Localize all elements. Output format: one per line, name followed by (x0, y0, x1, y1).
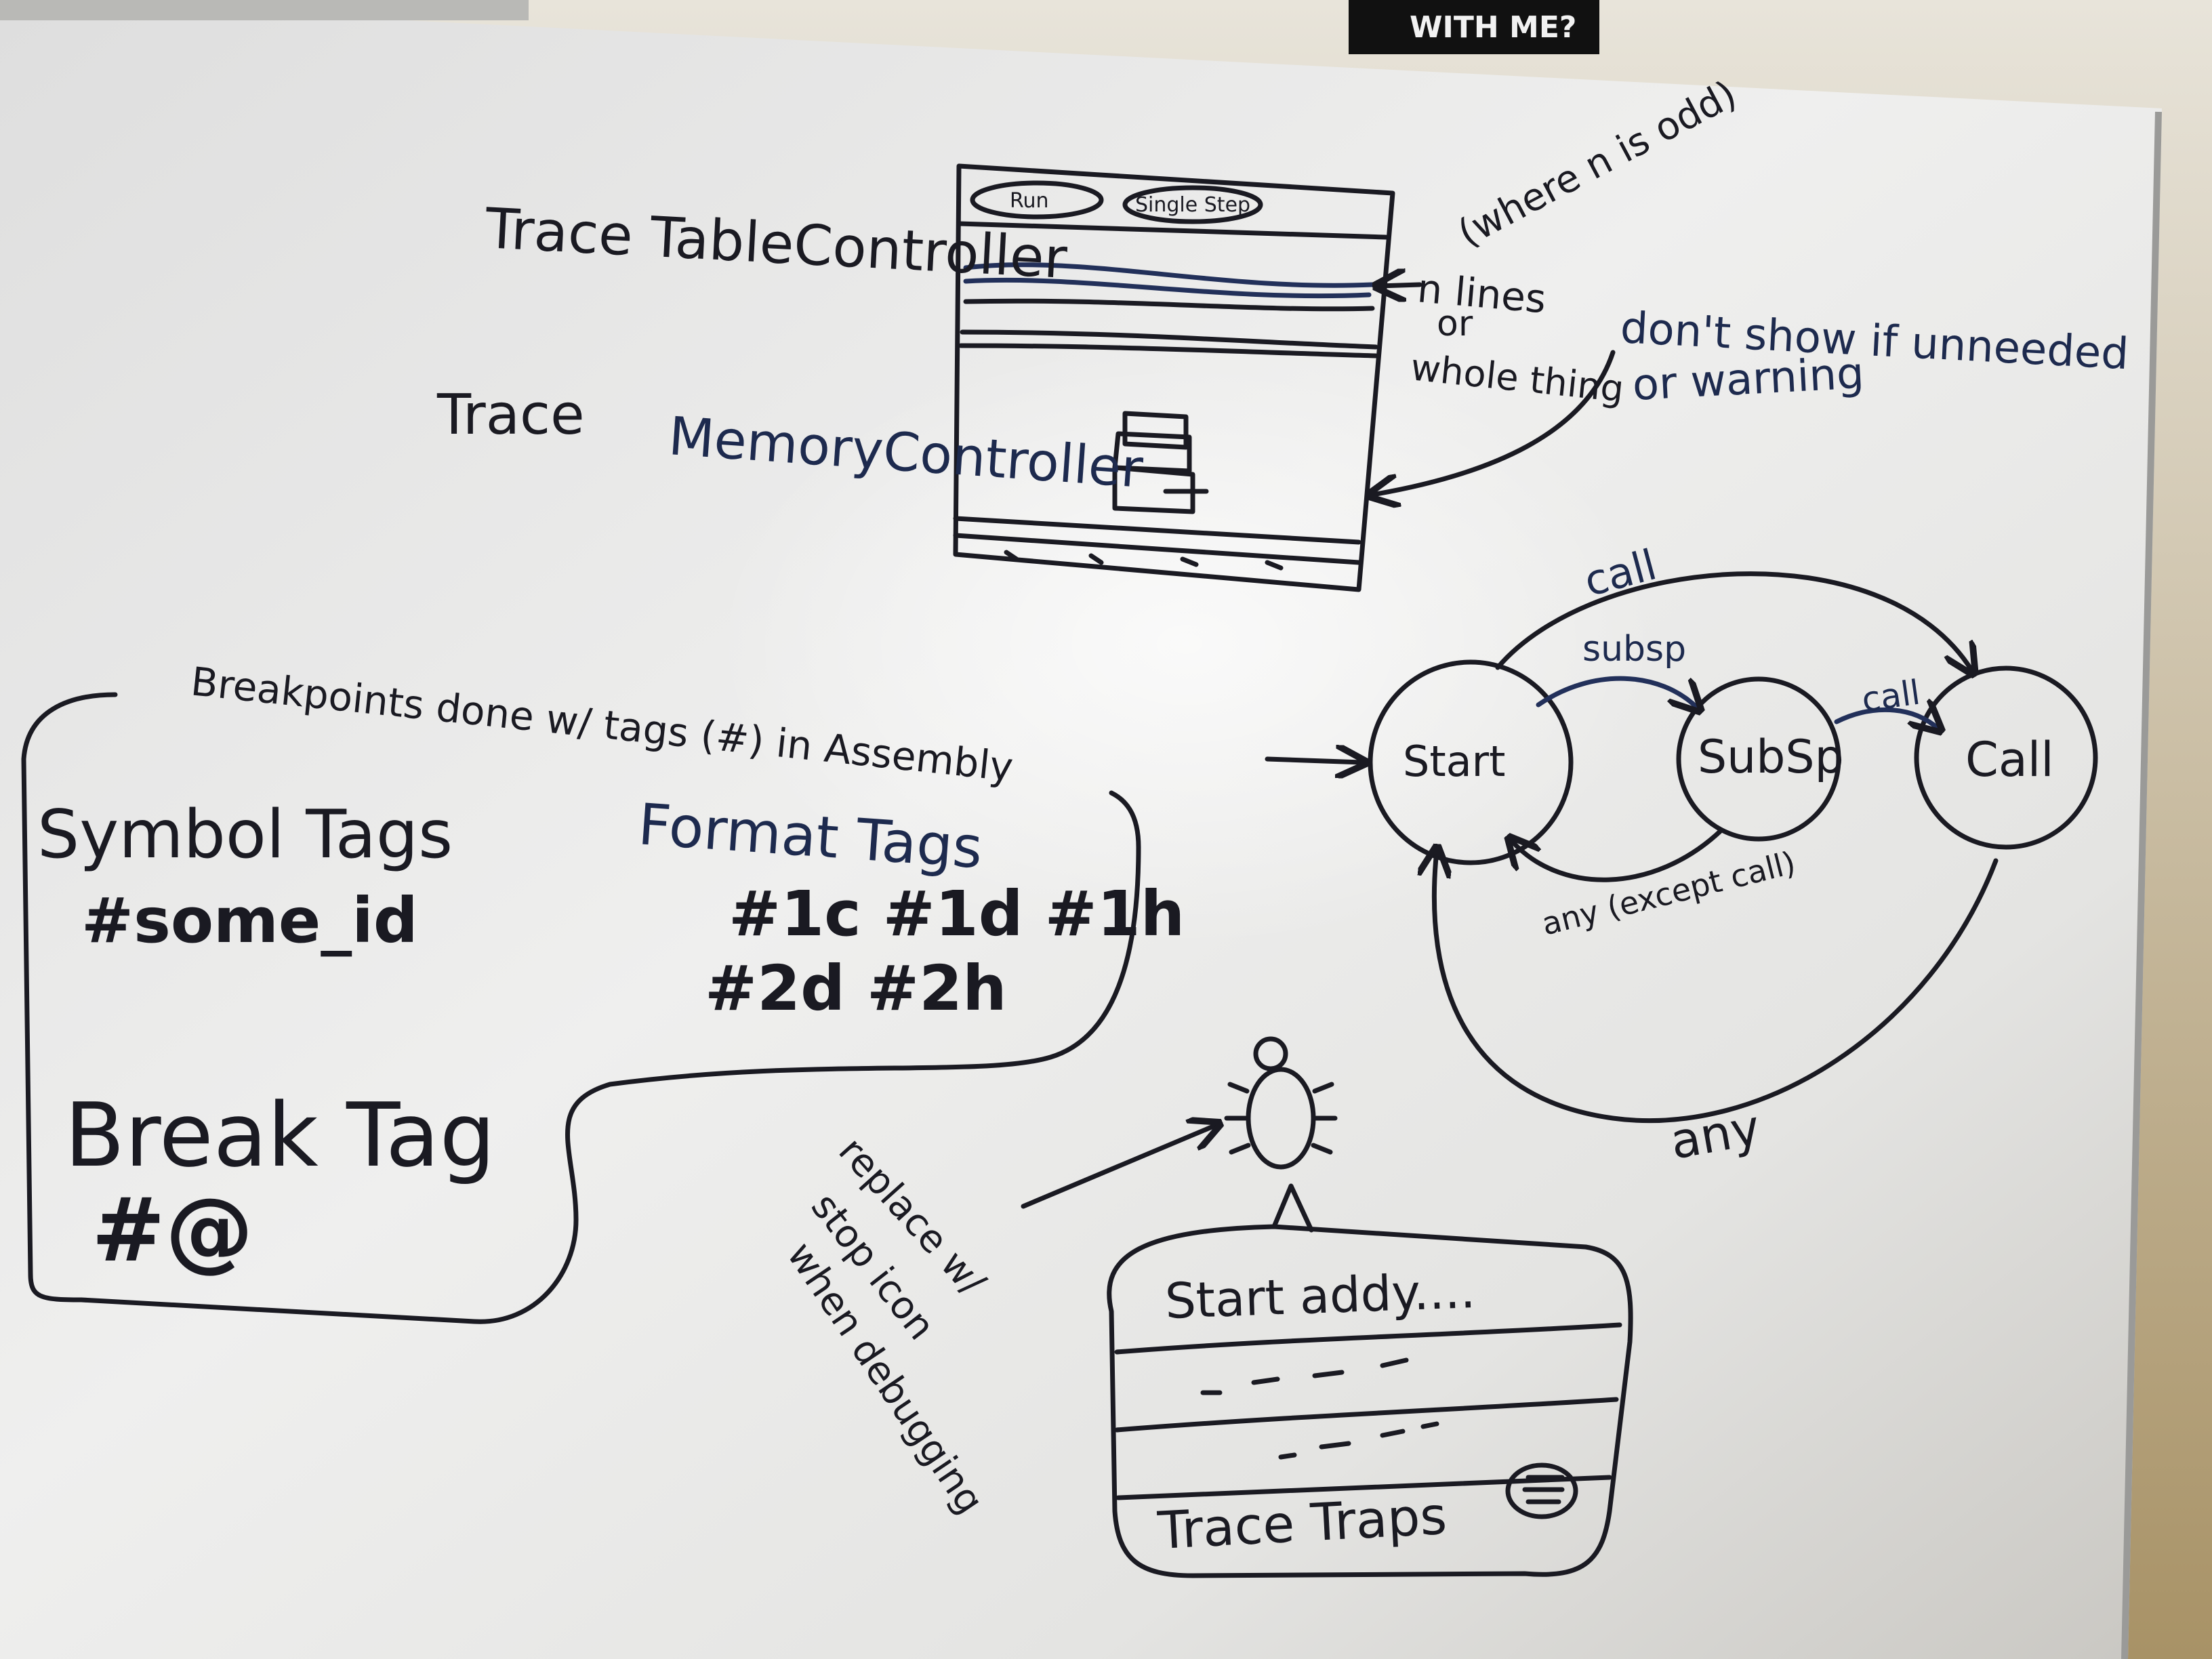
arrow-into-start (1265, 759, 1362, 762)
edge-subsp-call (1834, 710, 1938, 729)
symbol-tags-example: #some_id (81, 884, 418, 957)
note-or: or (1437, 304, 1473, 344)
poster-text: WITH ME? (1410, 10, 1576, 45)
tags-bracket (21, 692, 1141, 1324)
note-or-warning: or warning (1631, 348, 1865, 411)
edge-subsp-start (1511, 827, 1724, 882)
edge-label-call-mid: call (1860, 672, 1923, 719)
state-call: Call (1914, 665, 2098, 850)
edge-call-start (1434, 851, 1999, 1124)
state-call-label: Call (1965, 732, 2054, 787)
format-tags-line1: #1c #1d #1h (729, 878, 1185, 950)
label-trace: Trace (436, 383, 585, 447)
arrow-to-bug (1021, 1125, 1216, 1209)
toolbar-run-label: Run (1010, 189, 1049, 213)
note-n-lines: n lines (1416, 265, 1548, 322)
state-start: Start (1368, 659, 1574, 865)
state-start-label: Start (1403, 737, 1505, 786)
stop-toggle-icon[interactable] (1505, 1462, 1578, 1519)
poster (1349, 0, 1599, 54)
top-ledge (0, 0, 529, 20)
toolbar-single-step-label: Single Step (1135, 193, 1250, 217)
arrow-n-lines (1379, 285, 1422, 286)
toolbar-single-step-button[interactable]: Single Step (1122, 185, 1263, 224)
edge-label-subsp: subsp (1582, 629, 1686, 670)
bug-icon (1224, 1036, 1338, 1170)
window-mockup (953, 163, 1395, 592)
toolbar-run-button[interactable]: Run (970, 180, 1104, 220)
edge-start-subsp (1536, 676, 1698, 708)
popup-bubble: Start addy.... Trace Traps (1107, 1183, 1633, 1578)
format-tags-line2: #2d #2h (705, 952, 1007, 1025)
state-subsp: SubSp (1676, 676, 1844, 842)
symbol-tags-title: Symbol Tags (37, 796, 453, 874)
popup-first-row: Start addy.... (1164, 1262, 1477, 1330)
glare-highlight (712, 339, 1660, 949)
state-subsp-label: SubSp (1698, 731, 1844, 784)
break-tag-example: #@ (91, 1179, 253, 1282)
arrow-dont-show (1372, 350, 1616, 495)
board-frame-edge (2121, 111, 2162, 1659)
break-tag-title: Break Tag (64, 1084, 495, 1187)
edge-start-call (1495, 571, 1972, 671)
